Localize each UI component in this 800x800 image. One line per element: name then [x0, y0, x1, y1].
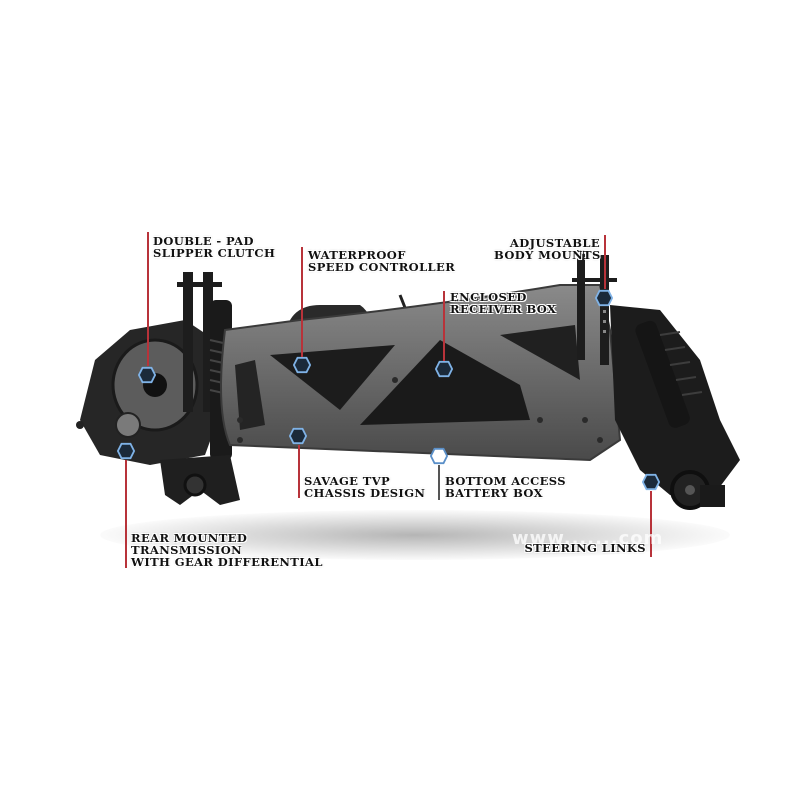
leader-line [438, 465, 440, 500]
callout-line: REAR MOUNTED [131, 531, 248, 545]
callout-line: CHASSIS DESIGN [304, 486, 426, 500]
callout-speed-controller: WATERPROOF SPEED CONTROLLER [308, 249, 455, 273]
callout-line: ADJUSTABLE [509, 236, 600, 250]
leader-line [147, 232, 149, 366]
callout-line: DOUBLE - PAD [153, 234, 254, 248]
hex-icon [435, 360, 453, 378]
hex-icon [595, 289, 613, 307]
callout-receiver-box: ENCLOSED RECEIVER BOX [450, 291, 556, 315]
callout-line: BODY MOUNTS [494, 248, 601, 262]
ground-shadow [100, 510, 730, 560]
callout-steering-links: STEERING LINKS [520, 530, 646, 554]
hex-icon [289, 427, 307, 445]
hex-icon [138, 366, 156, 384]
callout-line: WITH GEAR DIFFERENTIAL [131, 555, 323, 569]
callout-line: BATTERY BOX [445, 486, 543, 500]
hex-outline-icon [430, 447, 448, 465]
callout-line: SAVAGE TVP [304, 474, 391, 488]
callout-battery-box: BOTTOM ACCESS BATTERY BOX [445, 475, 566, 499]
hex-icon [642, 473, 660, 491]
leader-line [298, 445, 300, 498]
callout-line: WATERPROOF [308, 248, 406, 262]
callout-line: ENCLOSED [450, 290, 527, 304]
callout-line: BOTTOM ACCESS [445, 474, 566, 488]
leader-line [604, 235, 606, 289]
leader-line [301, 247, 303, 357]
callout-chassis-design: SAVAGE TVP CHASSIS DESIGN [304, 475, 425, 499]
hex-icon [293, 356, 311, 374]
callout-body-mounts: ADJUSTABLE BODY MOUNTS [494, 237, 600, 261]
leader-line [650, 491, 652, 557]
callout-line: TRANSMISSION [131, 543, 243, 557]
leader-line [125, 460, 127, 568]
hex-icon [117, 442, 135, 460]
callout-line: SPEED CONTROLLER [308, 260, 456, 274]
leader-line [443, 291, 445, 361]
watermark: www.......com [512, 528, 664, 549]
callout-line: SLIPPER CLUTCH [153, 246, 276, 260]
callout-line: STEERING LINKS [524, 541, 646, 555]
callout-line: RECEIVER BOX [450, 302, 557, 316]
callout-slipper-clutch: DOUBLE - PAD SLIPPER CLUTCH [153, 235, 275, 259]
callout-transmission: REAR MOUNTED TRANSMISSION WITH GEAR DIFF… [131, 532, 323, 568]
